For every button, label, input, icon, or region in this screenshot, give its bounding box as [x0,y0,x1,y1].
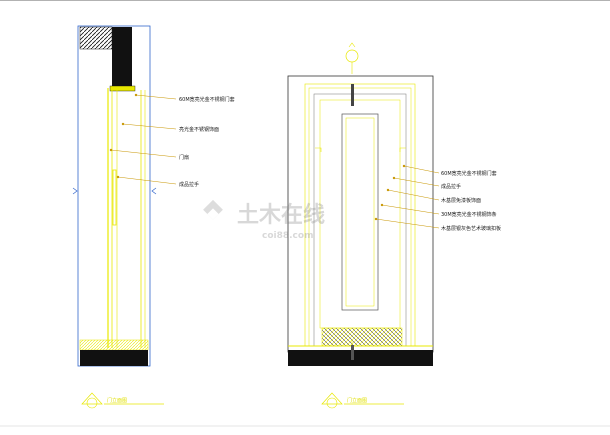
left-top-wall [79,26,113,50]
right-callout-3: 30M宽亮光金不锈钢饰条 [441,211,497,218]
right-floor-block [321,327,403,347]
right-title-block: 门立面图 [321,392,404,409]
right-callout-4: 木基层银灰色艺术玻璃扣板 [441,225,501,232]
right-title: 门立面图 [347,397,367,404]
left-elevation-drawing: 60M宽亮光金不锈钢门套 亮光金不锈钢饰面 门扇 成品拉手 门立面图 [72,25,235,409]
watermark-brand: 土木在线 [237,202,325,228]
right-callout-2: 木基层免漆板饰面 [441,197,481,204]
left-floor-hatch [79,339,149,351]
left-title-block: 门立面图 [81,392,164,409]
left-floor-slab [80,350,148,366]
right-center-panel [341,113,379,311]
left-door-head [112,27,132,90]
right-elevation-drawing: 60M宽亮光金不锈钢门套 成品拉手 木基层免漆板饰面 30M宽亮光金不锈钢饰条 … [287,42,501,409]
left-callout-2: 门扇 [179,154,189,161]
right-callout-1: 成品拉手 [441,183,461,190]
left-callout-0: 60M宽亮光金不锈钢门套 [179,96,235,103]
left-callout-1: 亮光金不锈钢饰面 [179,126,219,133]
watermark-domain: coi88.com [262,231,313,241]
left-handle [112,169,117,226]
watermark: 土木在线 coi88.com [203,199,325,241]
right-floor-slab [288,350,433,366]
left-callout-3: 成品拉手 [179,181,199,188]
right-top-handle [351,84,354,106]
left-title: 门立面图 [107,397,127,404]
right-callout-0: 60M宽亮光金不锈钢门套 [441,170,497,177]
